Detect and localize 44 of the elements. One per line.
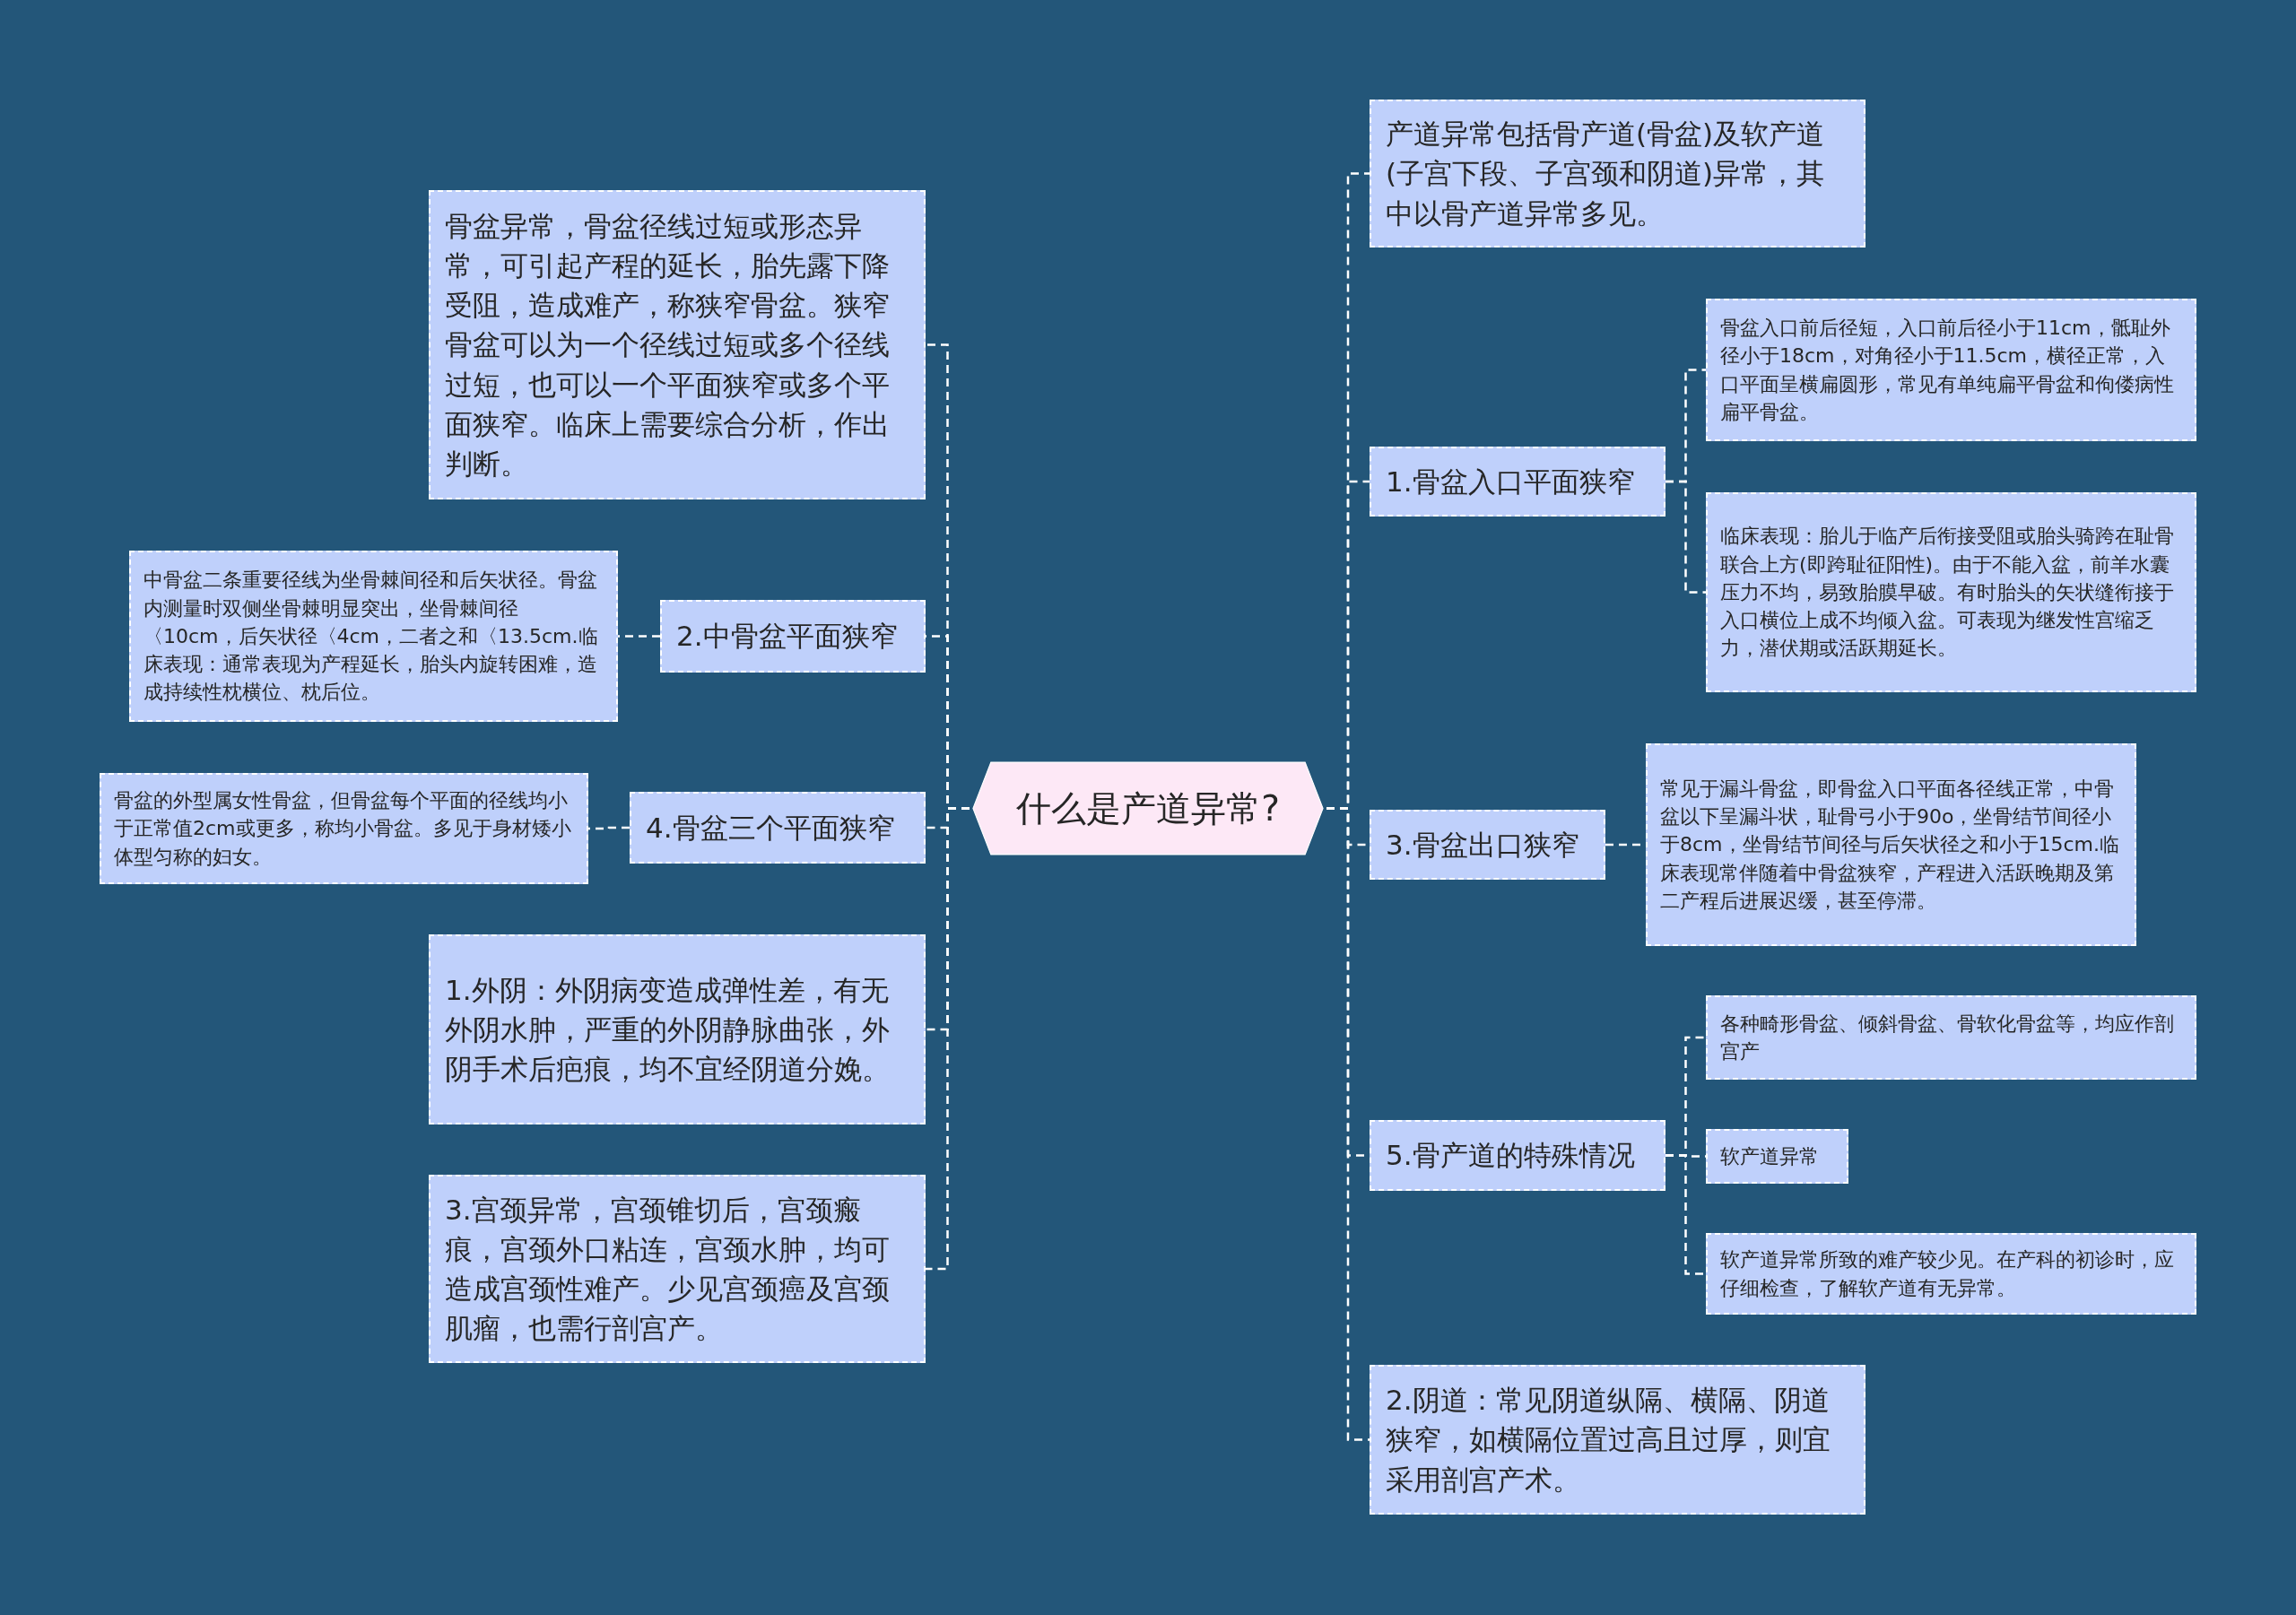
topic-text: 1.骨盆入口平面狭窄 bbox=[1386, 465, 1636, 499]
topic-text: 骨盆入口前后径短，入口前后径小于11cm，骶耻外径小于18cm，对角径小于11.5cm，横径正常，入口平面呈横扁圆形，常见有单纯扁平骨盆和佝偻病性扁平骨盆。 bbox=[1720, 316, 2175, 425]
connector-line bbox=[1665, 480, 1706, 594]
topic-box bbox=[1370, 1365, 1866, 1515]
topic-text: 软产道异常所致的难产较少见。在产科的初诊时，应仔细检查，了解软产道有无异常。 bbox=[1720, 1247, 2175, 1301]
topic-box bbox=[429, 190, 926, 499]
note-box bbox=[1706, 995, 2196, 1080]
note-box bbox=[129, 551, 618, 722]
connector-line bbox=[926, 807, 970, 1271]
topic-text: 什么是产道异常? bbox=[1015, 786, 1281, 830]
topic-text: 各种畸形骨盆、倾斜骨盆、骨软化骨盆等，均应作剖宫产 bbox=[1720, 1011, 2175, 1064]
topic-text: 临床表现：胎儿于临产后衔接受阻或胎头骑跨在耻骨联合上方(即跨耻征阳性)。由于不能入盆，前羊水囊压力不均，易致胎膜早破。有时胎头的矢状缝衔接于入口横位上成不均倾入盆。可表现为继发性宫缩乏力，潜伏期或活跃期延长。 bbox=[1720, 524, 2175, 662]
topic-box bbox=[1370, 447, 1665, 517]
topic-box bbox=[1370, 100, 1866, 247]
note-box bbox=[1646, 743, 2136, 946]
topic-text: 5.骨产道的特殊情况 bbox=[1386, 1138, 1636, 1174]
topic-text: 骨盆的外型属女性骨盆，但骨盆每个平面的径线均小于正常值2cm或更多，称均小骨盆。多见于身材矮小体型匀称的妇女。 bbox=[114, 788, 572, 870]
note-box bbox=[1706, 1233, 2196, 1315]
connector-line bbox=[618, 635, 660, 638]
topic-box bbox=[630, 792, 926, 864]
topic-text: 3.骨盆出口狭窄 bbox=[1386, 828, 1580, 863]
note-box bbox=[1706, 492, 2196, 692]
connector-line bbox=[1665, 1154, 1706, 1275]
topic-box bbox=[660, 600, 926, 673]
connector-line bbox=[1326, 807, 1370, 1441]
topic-text: 中骨盆二条重要径线为坐骨棘间径和后矢状径。骨盆内测量时双侧坐骨棘明显突出，坐骨棘间径〈10cm，后矢状径〈4cm，二者之和〈13.5cm.临床表现：通常表现为产程延长，胎头内旋转困难，造成持续性枕横位、枕后位。 bbox=[144, 568, 599, 706]
topic-text: 2.阴道：常见阴道纵隔、横隔、阴道狭窄，如横隔位置过高且过厚，则宜采用剖宫产术。 bbox=[1386, 1383, 1831, 1498]
topic-box bbox=[1370, 1120, 1665, 1191]
topic-text: 4.骨盆三个平面狭窄 bbox=[646, 811, 896, 846]
topic-box bbox=[429, 1175, 926, 1363]
topic-text: 骨盆异常，骨盆径线过短或形态异常，可引起产程的延长，胎先露下降受阻，造成难产，称狭窄骨盆。狭窄骨盆可以为一个径线过短或多个径线过短，也可以一个平面狭窄或多个平面狭窄。临床上需要综合分析，作出判断。 bbox=[445, 209, 891, 482]
central-topic-hexagon bbox=[970, 761, 1326, 855]
topic-text: 软产道异常 bbox=[1720, 1143, 1820, 1169]
topic-text: 1.外阴：外阴病变造成弹性差，有无外阴水肿，严重的外阴静脉曲张，外阴手术后疤痕，均不宜经阴道分娩。 bbox=[445, 972, 891, 1087]
topic-text: 常见于漏斗骨盆，即骨盆入口平面各径线正常，中骨盆以下呈漏斗状，耻骨弓小于90o，坐骨结节间径小于8cm，坐骨结节间径与后矢状径之和小于15cm.临床表现常伴随着中骨盆狭窄，产程进入活跃晚期及第二产程后进展迟缓，甚至停滞。 bbox=[1660, 776, 2121, 914]
topic-box bbox=[429, 934, 926, 1124]
topic-text: 2.中骨盆平面狭窄 bbox=[676, 619, 899, 655]
topic-box bbox=[1370, 810, 1605, 880]
note-box bbox=[100, 773, 588, 884]
note-box bbox=[1706, 1129, 1848, 1184]
topic-text: 3.宫颈异常，宫颈锥切后，宫颈瘢痕，宫颈外口粘连，宫颈水肿，均可造成宫颈性难产。少见宫颈癌及宫颈肌瘤，也需行剖宫产。 bbox=[445, 1192, 891, 1346]
connector-line bbox=[588, 826, 630, 830]
note-box bbox=[1706, 299, 2196, 441]
topic-text: 产道异常包括骨产道(骨盆)及软产道(子宫下段、子宫颈和阴道)异常，其中以骨产道异常多见。 bbox=[1386, 117, 1826, 231]
